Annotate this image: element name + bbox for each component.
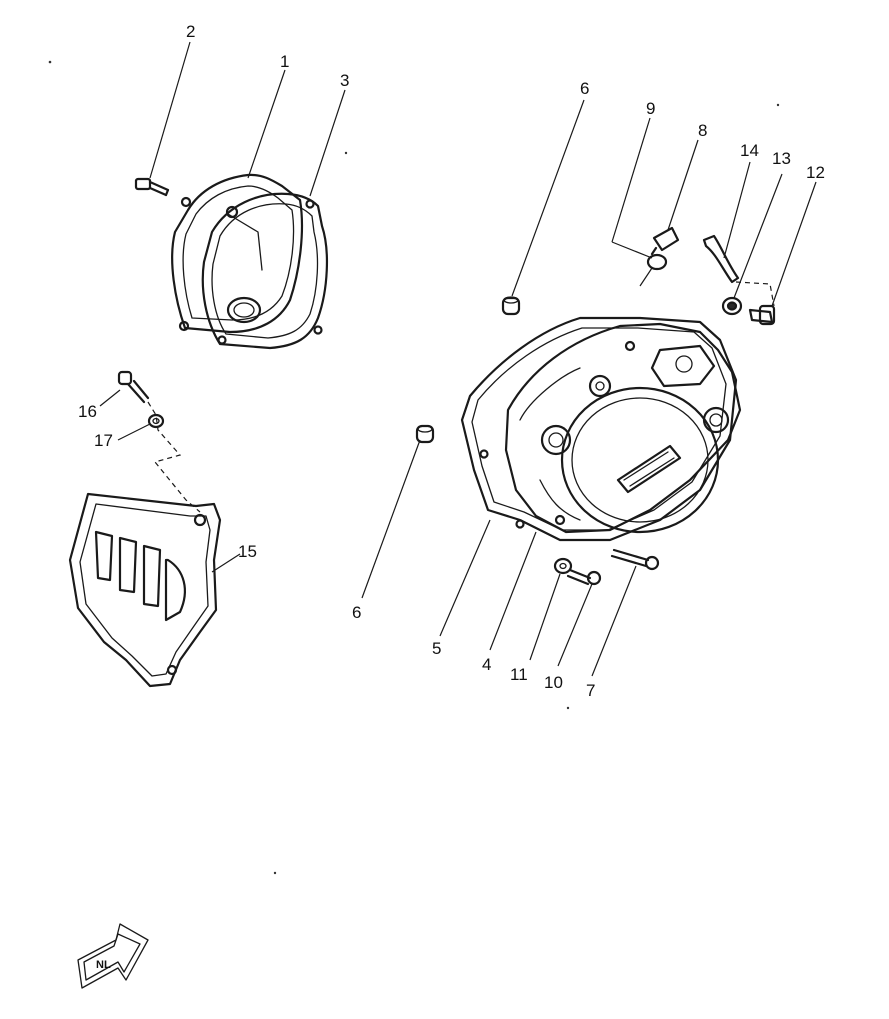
callout-17: 17 xyxy=(94,431,113,450)
callout-7: 7 xyxy=(586,681,595,700)
part-13-washer xyxy=(721,296,743,316)
assembly-line-12 xyxy=(735,281,775,307)
part-9-o-ring xyxy=(646,253,668,271)
callout-6-lower: 6 xyxy=(352,603,361,622)
callout-15: 15 xyxy=(238,542,257,561)
specks xyxy=(48,60,780,875)
part-17-washer xyxy=(147,413,165,429)
callout-14: 14 xyxy=(740,141,759,160)
part-6-dowel-upper xyxy=(501,296,521,316)
forward-mark-label: NL xyxy=(96,959,111,971)
part-2-bolt xyxy=(134,177,170,197)
part-12-bolt xyxy=(748,304,776,326)
callout-12: 12 xyxy=(806,163,825,182)
callout-11: 11 xyxy=(510,665,528,684)
part-8-plug xyxy=(650,226,680,256)
part-14-hose xyxy=(702,234,740,284)
callout-16: 16 xyxy=(78,402,97,421)
callout-13: 13 xyxy=(772,149,791,168)
part-10-bolt xyxy=(566,568,602,586)
part-4-cover xyxy=(504,322,742,534)
part-15-sprocket-cover xyxy=(68,492,222,688)
part-6-dowel-lower xyxy=(415,424,435,444)
callout-6-upper: 6 xyxy=(580,79,589,98)
forward-arrow-icon: NL xyxy=(77,923,149,989)
callout-10: 10 xyxy=(544,673,563,692)
part-11-washer xyxy=(553,557,573,575)
part-7-bolt xyxy=(610,548,660,571)
callout-9: 9 xyxy=(646,99,655,118)
callout-5: 5 xyxy=(432,639,441,658)
callout-3: 3 xyxy=(340,71,349,90)
assembly-line-15 xyxy=(147,401,201,513)
callout-8: 8 xyxy=(698,121,707,140)
callout-4: 4 xyxy=(482,655,491,674)
part-3-gasket xyxy=(201,192,329,350)
callouts: 1 2 3 4 5 6 6 7 8 9 10 11 12 13 14 15 16… xyxy=(78,22,825,700)
part-5-gasket xyxy=(460,316,738,542)
leader-lines xyxy=(99,41,817,677)
part-1-cover xyxy=(171,173,304,334)
part-16-bolt xyxy=(117,370,150,404)
callout-1: 1 xyxy=(280,52,289,71)
callout-2: 2 xyxy=(186,22,195,41)
